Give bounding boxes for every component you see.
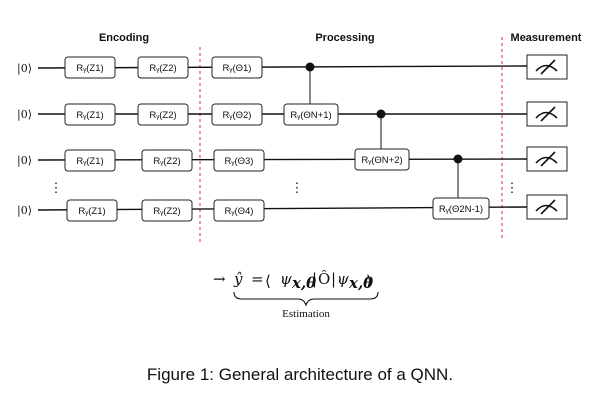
svg-text:Rᵧ(Z2): Rᵧ(Z2) [149, 63, 176, 74]
meter-icon-3 [526, 146, 568, 172]
gate-ry-theta4: Rᵧ(Θ4) [213, 199, 265, 222]
ket-bracket: ⟩ [366, 272, 372, 290]
gate-ry-z1-q4: Rᵧ(Z1) [66, 199, 118, 222]
equals-sign: = [251, 270, 264, 288]
ellipsis-processing: ⋮ [291, 180, 304, 195]
psi-right-subscript: x,θ [348, 274, 373, 292]
svg-text:Rᵧ(Θ3): Rᵧ(Θ3) [225, 156, 254, 167]
gate-ry-theta3: Rᵧ(Θ3) [213, 149, 265, 172]
ket-zero-2: |0⟩ [17, 108, 32, 122]
gate-ry-theta2: Rᵧ(Θ2) [211, 103, 263, 126]
control-dot-3 [453, 154, 463, 164]
estimation-label: Estimation [282, 308, 330, 320]
gate-ry-z1-q1: Rᵧ(Z1) [64, 56, 116, 79]
ellipsis-qubits: ⋮ [50, 180, 63, 195]
ket-zero-3: |0⟩ [17, 154, 32, 168]
svg-text:Rᵧ(ΘN+2): Rᵧ(ΘN+2) [361, 155, 402, 166]
gate-ry-z1-q2: Rᵧ(Z1) [64, 103, 116, 126]
gate-ry-z2-q4: Rᵧ(Z2) [141, 199, 193, 222]
arrow: → [213, 270, 226, 288]
underbrace [233, 291, 379, 307]
control-dot-2 [376, 109, 386, 119]
svg-text:Rᵧ(Z1): Rᵧ(Z1) [76, 110, 103, 121]
ket-zero-4: |0⟩ [17, 204, 32, 218]
encoding-header: Encoding [99, 32, 149, 44]
psi-left: ψ [280, 270, 292, 288]
svg-text:Rᵧ(Θ1): Rᵧ(Θ1) [223, 63, 252, 74]
psi-left-subscript: x,θ [291, 274, 316, 292]
gate-ry-thetaN1: Rᵧ(ΘN+1) [283, 103, 339, 126]
meter-icon-1 [526, 54, 568, 80]
measurement-header: Measurement [511, 32, 582, 44]
svg-text:Rᵧ(Z1): Rᵧ(Z1) [76, 63, 103, 74]
control-dot-1 [305, 62, 315, 72]
svg-text:Rᵧ(Θ4): Rᵧ(Θ4) [225, 206, 254, 217]
gate-ry-z2-q3: Rᵧ(Z2) [141, 149, 193, 172]
estimation-formula: → ŷ = ⟨ ψ x,θ | Ô | ψ x,θ ⟩ Estimation [213, 270, 379, 320]
gate-ry-z1-q3: Rᵧ(Z1) [64, 149, 116, 172]
processing-header: Processing [315, 32, 374, 44]
gate-ry-thetaN2: Rᵧ(ΘN+2) [354, 148, 410, 171]
svg-text:Rᵧ(Z1): Rᵧ(Z1) [76, 156, 103, 167]
bar-left: | [312, 270, 317, 288]
svg-text:Rᵧ(Z2): Rᵧ(Z2) [153, 156, 180, 167]
ellipsis-measurement: ⋮ [506, 180, 519, 195]
ket-zero-1: |0⟩ [17, 62, 32, 76]
y-hat: ŷ [233, 270, 243, 288]
observable-operator: Ô [318, 270, 330, 288]
bar-right: | [331, 270, 336, 288]
meter-icon-2 [526, 101, 568, 127]
svg-text:Rᵧ(ΘN+1): Rᵧ(ΘN+1) [290, 110, 331, 121]
bra-bracket: ⟨ [265, 272, 271, 290]
gate-ry-theta2N1: Rᵧ(Θ2N-1) [432, 197, 490, 220]
meter-icon-4 [526, 194, 568, 220]
qubit-wire-3 [37, 158, 528, 161]
qubit-wire-1 [37, 65, 528, 69]
svg-text:Rᵧ(Z2): Rᵧ(Z2) [149, 110, 176, 121]
svg-text:Rᵧ(Θ2N-1): Rᵧ(Θ2N-1) [439, 204, 483, 215]
svg-text:Rᵧ(Θ2): Rᵧ(Θ2) [223, 110, 252, 121]
gate-ry-z2-q2: Rᵧ(Z2) [137, 103, 189, 126]
figure-caption: Figure 1: General architecture of a QNN. [147, 365, 453, 384]
svg-text:Rᵧ(Z2): Rᵧ(Z2) [153, 206, 180, 217]
gate-ry-z2-q1: Rᵧ(Z2) [137, 56, 189, 79]
svg-text:Rᵧ(Z1): Rᵧ(Z1) [78, 206, 105, 217]
psi-right: ψ [337, 270, 349, 288]
gate-ry-theta1: Rᵧ(Θ1) [211, 56, 263, 79]
